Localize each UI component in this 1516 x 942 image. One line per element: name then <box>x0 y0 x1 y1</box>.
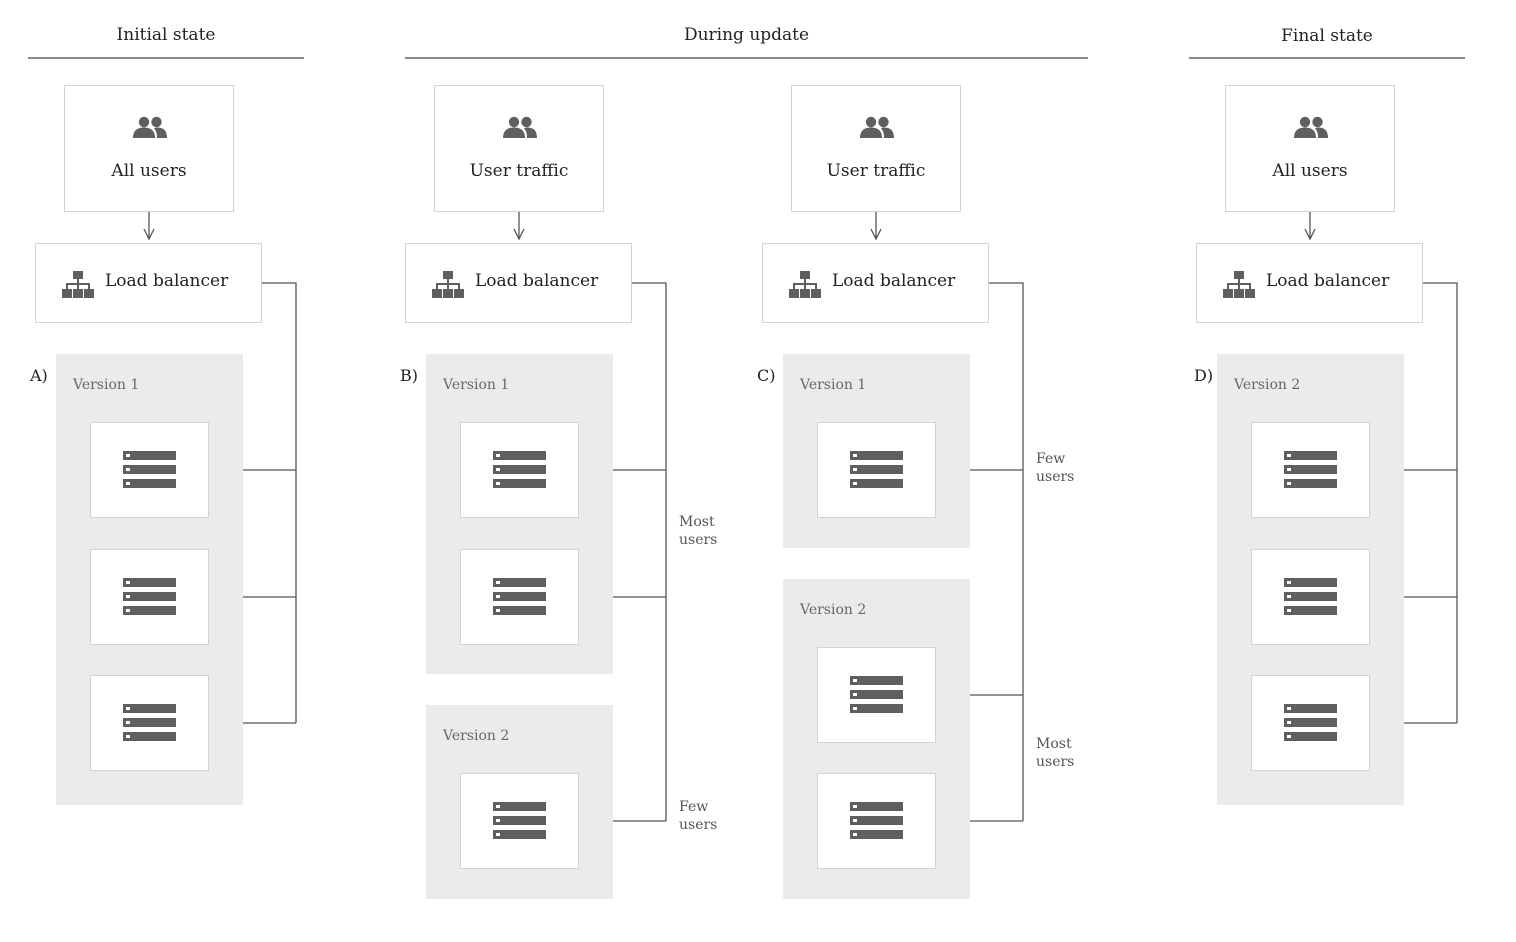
traffic-note-most-users-c: Most users <box>1036 735 1074 771</box>
server-icon <box>1284 704 1337 742</box>
panel-letter-b: B) <box>400 366 418 385</box>
note-line: users <box>1036 754 1075 770</box>
server-icon <box>493 802 546 840</box>
panel-letter-a: A) <box>30 366 48 385</box>
traffic-note-few-users-c: Few users <box>1036 450 1074 486</box>
version-group-c2: Version 2 <box>783 579 970 899</box>
version-group-b2: Version 2 <box>426 705 613 899</box>
header-final-state: Final state <box>1281 26 1373 46</box>
users-icon <box>503 116 537 138</box>
note-line: users <box>1036 469 1075 485</box>
load-balancer-a: Load balancer <box>35 243 262 323</box>
load-balancer-d: Load balancer <box>1196 243 1423 323</box>
server-icon <box>493 578 546 616</box>
panel-letter-d: D) <box>1194 366 1214 385</box>
header-during-update: During update <box>683 25 810 45</box>
load-balancer-label: Load balancer <box>475 271 599 291</box>
load-balancer-c: Load balancer <box>762 243 989 323</box>
version-group-d: Version 2 <box>1217 354 1404 805</box>
note-line: users <box>679 532 718 548</box>
server-icon <box>850 451 903 489</box>
version-label: Version 2 <box>1234 377 1301 393</box>
server-b3 <box>460 773 579 869</box>
server-a3 <box>90 675 209 771</box>
users-box-d: All users <box>1225 85 1395 212</box>
version-label: Version 1 <box>443 377 510 393</box>
server-icon <box>850 676 903 714</box>
users-label: All users <box>111 161 187 181</box>
users-icon <box>860 116 894 138</box>
users-box-a: All users <box>64 85 234 212</box>
server-c2 <box>817 647 936 743</box>
users-icon <box>133 116 167 138</box>
traffic-note-most-users-b: Most users <box>679 513 717 549</box>
server-c3 <box>817 773 936 869</box>
version-group-c1: Version 1 <box>783 354 970 548</box>
note-line: Most <box>1036 736 1072 752</box>
load-balancer-label: Load balancer <box>105 271 229 291</box>
note-line: users <box>679 817 718 833</box>
server-c1 <box>817 422 936 518</box>
server-icon <box>123 704 176 742</box>
users-label: User traffic <box>469 161 569 181</box>
server-icon <box>850 802 903 840</box>
server-a2 <box>90 549 209 645</box>
header-initial-state: Initial state <box>116 25 216 45</box>
server-d3 <box>1251 675 1370 771</box>
server-b2 <box>460 549 579 645</box>
load-balancer-icon <box>432 271 464 298</box>
version-group-b1: Version 1 <box>426 354 613 674</box>
server-icon <box>493 451 546 489</box>
server-d2 <box>1251 549 1370 645</box>
server-b1 <box>460 422 579 518</box>
version-label: Version 2 <box>443 728 510 744</box>
note-line: Few <box>1036 451 1066 467</box>
version-label: Version 2 <box>800 602 867 618</box>
version-label: Version 1 <box>73 377 140 393</box>
server-a1 <box>90 422 209 518</box>
users-box-c: User traffic <box>791 85 961 212</box>
server-icon <box>1284 578 1337 616</box>
users-label: All users <box>1272 161 1348 181</box>
traffic-note-few-users-b: Few users <box>679 798 717 834</box>
server-d1 <box>1251 422 1370 518</box>
load-balancer-icon <box>62 271 94 298</box>
users-label: User traffic <box>826 161 926 181</box>
server-icon <box>123 451 176 489</box>
load-balancer-label: Load balancer <box>1266 271 1390 291</box>
panel-letter-c: C) <box>757 366 776 385</box>
note-line: Few <box>679 799 709 815</box>
users-box-b: User traffic <box>434 85 604 212</box>
version-label: Version 1 <box>800 377 867 393</box>
load-balancer-label: Load balancer <box>832 271 956 291</box>
users-icon <box>1294 116 1328 138</box>
server-icon <box>123 578 176 616</box>
server-icon <box>1284 451 1337 489</box>
load-balancer-b: Load balancer <box>405 243 632 323</box>
load-balancer-icon <box>1223 271 1255 298</box>
note-line: Most <box>679 514 715 530</box>
load-balancer-icon <box>789 271 821 298</box>
version-group-a: Version 1 <box>56 354 243 805</box>
